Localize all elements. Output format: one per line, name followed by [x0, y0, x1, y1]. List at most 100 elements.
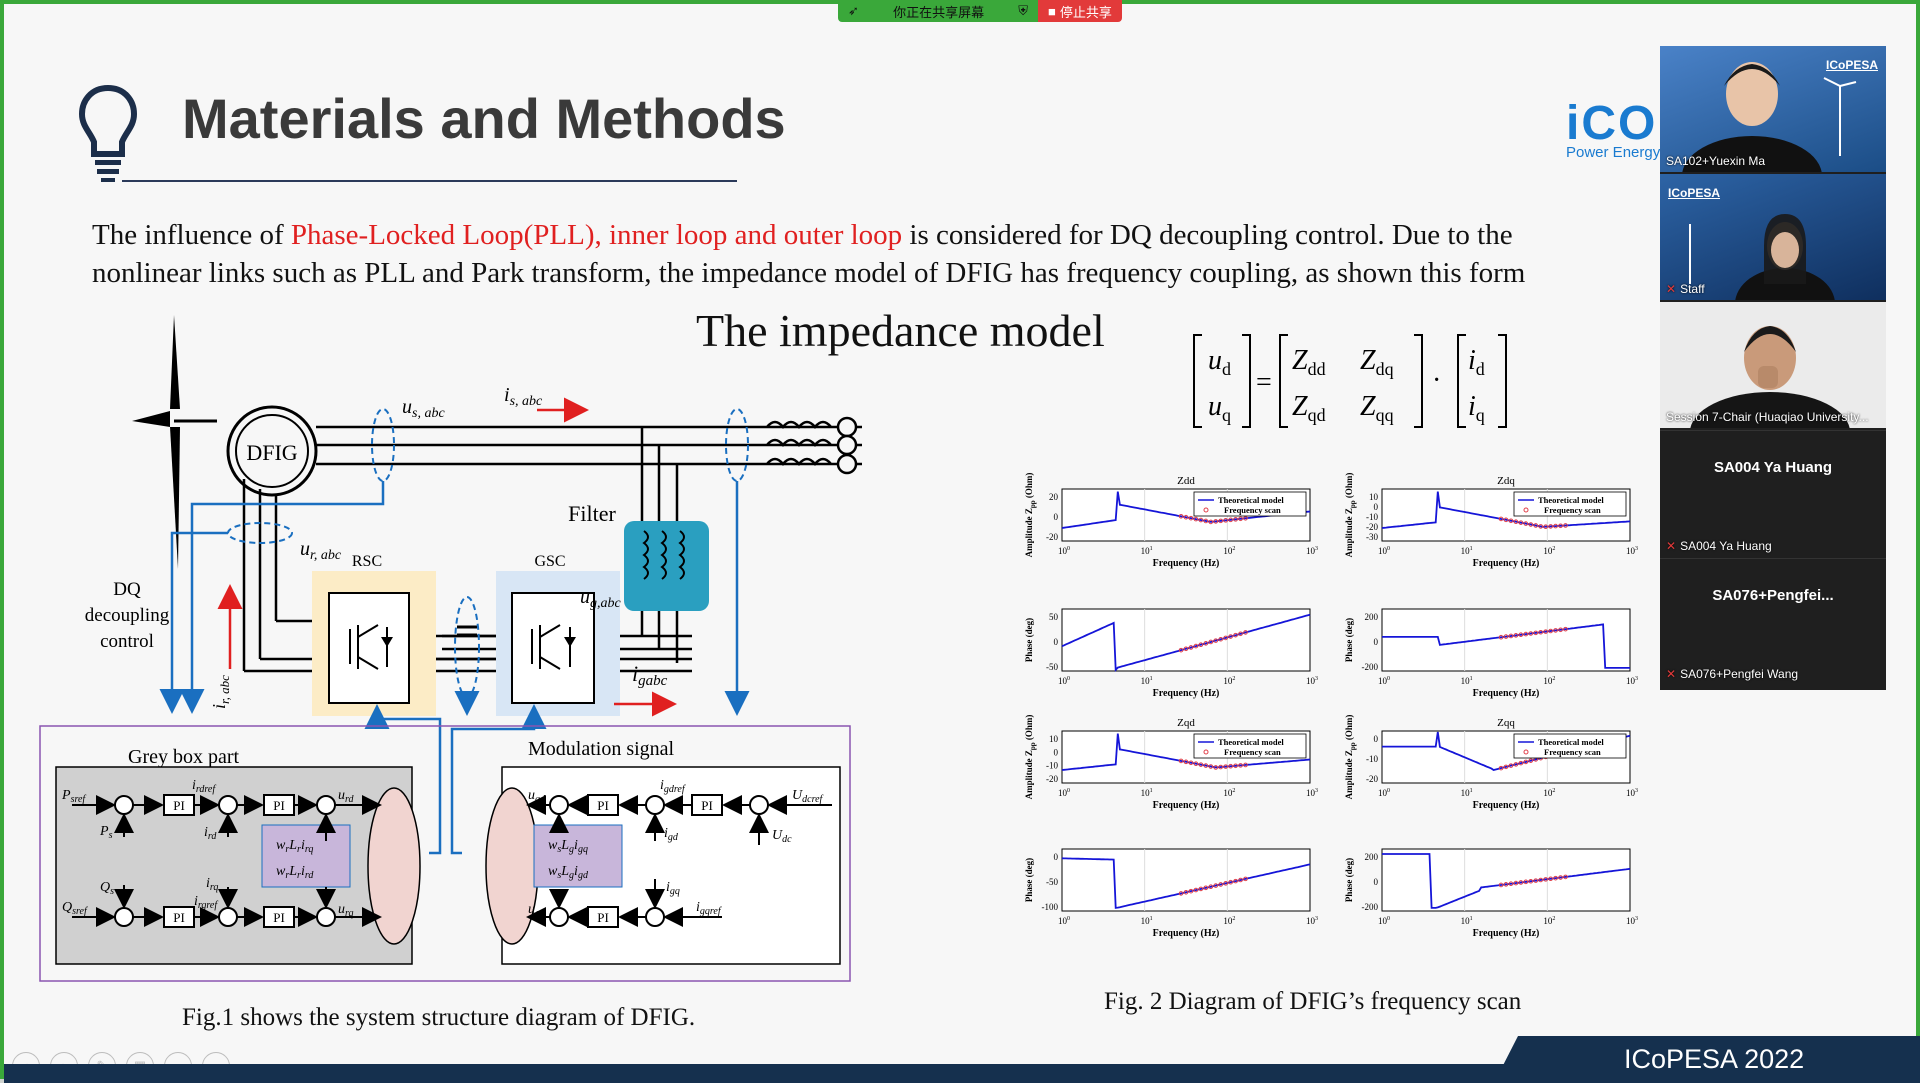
theoretical-curve — [1061, 733, 1311, 771]
scan-marker — [1193, 643, 1199, 649]
x-axis-label: Frequency (Hz) — [1153, 800, 1220, 811]
scan-marker — [1243, 515, 1248, 521]
participant-tile[interactable]: SA004 Ya Huang ✕SA004 Ya Huang — [1660, 430, 1886, 557]
scan-marker — [1198, 642, 1204, 648]
scan-marker — [1183, 759, 1189, 765]
y-tick-label: 0 — [1374, 637, 1379, 647]
scan-marker — [1228, 763, 1233, 769]
scan-marker — [1513, 519, 1519, 525]
x-tick-label: 102 — [1223, 916, 1235, 926]
screen-share-bar: ➶ 你正在共享屏幕 ⛨ ■ 停止共享 — [838, 0, 1122, 22]
scan-marker — [1538, 524, 1544, 529]
scan-marker — [1228, 517, 1233, 523]
participant-name: Session 7-Chair (Huaqiao University... — [1666, 410, 1869, 424]
svg-text:Qs: Qs — [100, 880, 114, 897]
svg-text:PI: PI — [597, 910, 609, 925]
scan-marker — [1523, 521, 1529, 526]
scan-marker — [1218, 636, 1224, 642]
svg-text:Zqd: Zqd — [1292, 391, 1326, 425]
scan-marker — [1543, 629, 1548, 634]
participant-tile[interactable]: SA076+Pengfei... ✕SA076+Pengfei Wang — [1660, 558, 1886, 685]
x-tick-label: 101 — [1461, 916, 1473, 926]
scan-marker — [1183, 514, 1189, 520]
x-tick-label: 102 — [1543, 676, 1555, 686]
legend-entry: Frequency scan — [1544, 747, 1601, 757]
sharing-indicator[interactable]: ➶ 你正在共享屏幕 ⛨ — [838, 0, 1038, 22]
scan-marker — [1528, 631, 1534, 636]
scan-marker — [1548, 628, 1553, 634]
y-axis-label: Phase (deg) — [1024, 618, 1034, 662]
participant-name: SA004 Ya Huang — [1680, 539, 1772, 553]
x-tick-label: 101 — [1461, 546, 1473, 556]
participant-brand: ICoPESA — [1668, 186, 1721, 200]
x-axis-label: Frequency (Hz) — [1153, 688, 1220, 699]
participant-video — [1682, 62, 1857, 172]
ur-label: ur, abc — [300, 538, 342, 563]
x-tick-label: 103 — [1626, 676, 1638, 686]
svg-text:·: · — [1432, 365, 1441, 396]
scan-marker — [1558, 875, 1563, 880]
svg-text:irq: irq — [206, 876, 218, 893]
scan-marker — [1528, 758, 1534, 763]
svg-text:PI: PI — [173, 798, 185, 813]
scan-marker — [1188, 888, 1194, 894]
legend-entry: Frequency scan — [1544, 505, 1601, 515]
x-axis-label: Frequency (Hz) — [1473, 688, 1540, 699]
y-tick-label: 50 — [1049, 612, 1059, 622]
svg-text:wsLgigd: wsLgigd — [548, 864, 589, 881]
dq-label-3: control — [100, 631, 154, 652]
legend-entry: Theoretical model — [1218, 737, 1284, 747]
scan-marker — [1508, 518, 1514, 524]
scan-marker — [1218, 764, 1224, 770]
x-tick-label: 103 — [1306, 788, 1318, 798]
participant-tile[interactable]: Session 7-Chair (Huaqiao University... — [1660, 302, 1886, 428]
participant-name: Staff — [1680, 282, 1705, 296]
scan-marker — [1558, 523, 1563, 529]
scan-marker — [1553, 875, 1558, 881]
y-axis-label: Phase (deg) — [1024, 858, 1034, 902]
scan-marker — [1183, 889, 1189, 895]
svg-text:igqref: igqref — [696, 900, 722, 917]
scan-marker — [1233, 517, 1238, 522]
scan-marker — [1553, 628, 1558, 633]
x-axis-label: Frequency (Hz) — [1473, 928, 1540, 939]
scan-marker — [1233, 878, 1238, 884]
scan-marker — [1533, 523, 1539, 528]
scan-marker — [1213, 765, 1219, 770]
y-tick-label: 0 — [1054, 637, 1059, 647]
stop-share-button[interactable]: ■ 停止共享 — [1038, 0, 1122, 22]
y-tick-label: -30 — [1366, 532, 1378, 542]
panel-title: Zdq — [1497, 475, 1515, 487]
scan-marker — [1238, 631, 1243, 637]
svg-text:urd: urd — [338, 788, 355, 805]
scan-marker — [1498, 765, 1504, 771]
x-tick-label: 101 — [1141, 788, 1153, 798]
scan-marker — [1563, 523, 1568, 528]
scan-marker — [1503, 634, 1509, 639]
participant-tile[interactable]: ICoPESA ✕Staff — [1660, 174, 1886, 300]
participants-panel: ICoPESA SA102+Yuexin Ma ICoPESA ✕Staff — [1660, 46, 1886, 690]
y-axis-label: Amplitude Zpp (Ohm) — [1344, 473, 1357, 558]
participant-name: SA102+Yuexin Ma — [1666, 154, 1766, 168]
participant-tile[interactable]: ICoPESA SA102+Yuexin Ma — [1660, 46, 1886, 172]
scan-marker — [1213, 883, 1219, 888]
y-tick-label: 200 — [1365, 852, 1379, 862]
y-tick-label: -100 — [1042, 902, 1059, 912]
scan-marker — [1498, 634, 1504, 640]
svg-text:PI: PI — [173, 910, 185, 925]
ug-label: ug,abc — [580, 586, 622, 611]
svg-text:wrLrird: wrLrird — [276, 864, 314, 881]
scan-marker — [1193, 516, 1199, 522]
fig2-caption: Fig. 2 Diagram of DFIG’s frequency scan — [1104, 988, 1522, 1015]
y-tick-label: 0 — [1054, 747, 1059, 757]
theoretical-curve — [1382, 623, 1630, 669]
impedance-model-title: The impedance model — [696, 305, 1105, 356]
scan-marker — [1208, 884, 1214, 889]
y-axis-label: Amplitude Zpp (Ohm) — [1024, 715, 1037, 800]
panel-title: Zdd — [1177, 475, 1195, 487]
